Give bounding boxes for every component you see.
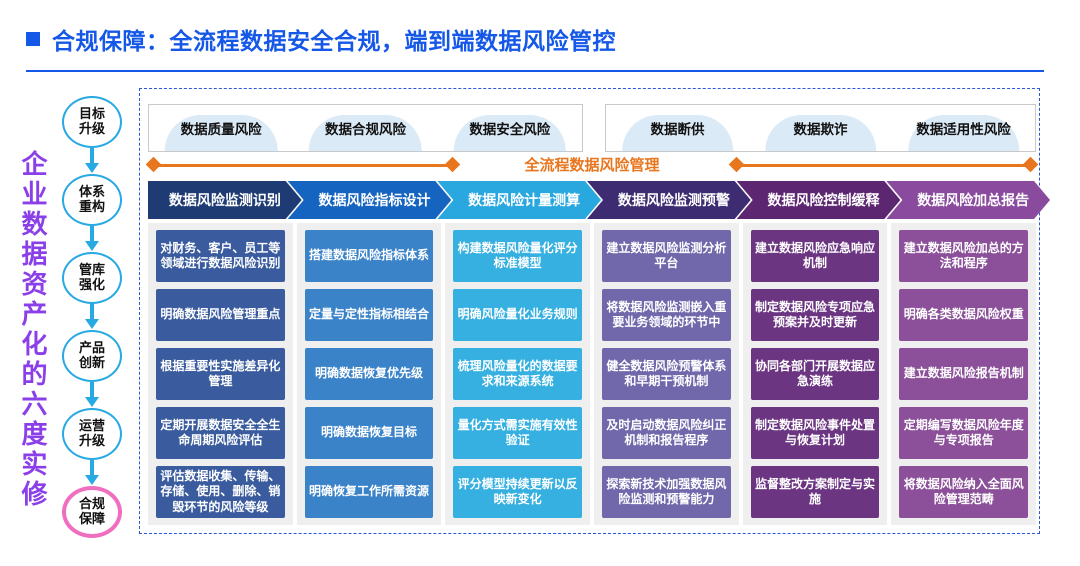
sidebar-step-3[interactable]: 管库强化 (62, 252, 122, 304)
stage-cell[interactable]: 制定数据风险专项应急预案并及时更新 (750, 289, 880, 341)
stage-cell[interactable]: 监督整改方案制定与实施 (750, 466, 880, 518)
stage-cell[interactable]: 构建数据风险量化评分标准模型 (453, 230, 583, 282)
square-bullet-icon (26, 32, 40, 46)
sidebar-step-2[interactable]: 体系重构 (62, 174, 122, 226)
stage-cell[interactable]: 协同各部门开展数据应急演练 (750, 348, 880, 400)
risk-category-item[interactable]: 数据断供 (606, 105, 749, 151)
stage-chevron-3[interactable]: 数据风险计量测算 (437, 181, 601, 219)
page-title-text: 合规保障：全流程数据安全合规，端到端数据风险管控 (52, 28, 616, 54)
step-label-line1: 体系 (78, 184, 105, 200)
stage-cell[interactable]: 定期开展数据安全全生命周期风险评估 (156, 407, 285, 459)
process-flow-band: 全流程数据风险管理 (145, 155, 1039, 175)
step-connector-arrow-icon (85, 382, 99, 407)
step-connector-arrow-icon (85, 304, 99, 329)
stage-cell[interactable]: 将数据风险监测嵌入重要业务领域的环节中 (602, 289, 731, 341)
risk-category-group-2: 数据断供 数据欺诈 数据适用性风险 (605, 104, 1036, 152)
stage-cell[interactable]: 评估数据收集、传输、存储、使用、删除、销毁环节的风险等级 (156, 466, 285, 518)
step-label-line1: 产品 (78, 340, 105, 356)
stage-chevron-6[interactable]: 数据风险加总报告 (886, 181, 1050, 219)
dome-shape (453, 115, 567, 151)
risk-category-item[interactable]: 数据质量风险 (149, 105, 293, 151)
page-title: 合规保障：全流程数据安全合规，端到端数据风险管控 (26, 22, 616, 56)
stage-cell[interactable]: 及时启动数据风险纠正机制和报告程序 (602, 407, 731, 459)
stage-cell[interactable]: 定期编写数据风险年度与专项报告 (899, 407, 1029, 459)
stage-detail-columns: 对财务、客户、员工等领域进行数据风险识别明确数据风险管理重点根据重要性实施差异化… (148, 223, 1037, 525)
stage-cell[interactable]: 探索新技术加强数据风险监测和预警能力 (602, 466, 731, 518)
flow-line-left (152, 164, 452, 167)
sidebar-step-4[interactable]: 产品创新 (62, 330, 122, 382)
stage-cell[interactable]: 建立数据风险监测分析平台 (602, 230, 731, 282)
risk-category-item[interactable]: 数据适用性风险 (892, 105, 1035, 151)
step-label-line1: 目标 (78, 106, 105, 122)
stage-cell[interactable]: 明确数据恢复优先级 (304, 348, 434, 400)
stage-cell[interactable]: 建立数据风险报告机制 (899, 348, 1029, 400)
stage-cell[interactable]: 建立数据风险应急响应机制 (750, 230, 880, 282)
risk-category-label: 数据欺诈 (793, 122, 848, 137)
stage-cell[interactable]: 明确各类数据风险权重 (899, 289, 1029, 341)
step-label-line2: 重构 (78, 199, 105, 214)
stage-cell[interactable]: 梳理风险量化的数据要求和来源系统 (453, 348, 583, 400)
stage-cell[interactable]: 明确风险量化业务规则 (453, 289, 583, 341)
step-label-line1: 合规 (78, 496, 105, 512)
stage-cell[interactable]: 搭建数据风险指标体系 (304, 230, 434, 282)
dome-shape (309, 115, 422, 151)
risk-category-groups: 数据质量风险 数据合规风险 数据安全风险 数据断供 数据欺诈 数据适用性风险 (148, 104, 1036, 152)
step-circle-column: 目标升级体系重构管库强化产品创新运营升级合规保障 (62, 96, 134, 538)
sidebar-vertical-label: 企业数据资产化的六度实修 (18, 150, 48, 510)
stage-chevron-4[interactable]: 数据风险监测预警 (587, 181, 751, 219)
risk-category-item[interactable]: 数据合规风险 (293, 105, 437, 151)
step-label-line1: 运营 (78, 418, 105, 434)
stage-cell[interactable]: 量化方式需实施有效性验证 (453, 407, 583, 459)
stage-cell[interactable]: 健全数据风险预警体系和早期干预机制 (602, 348, 731, 400)
flow-line-right (736, 164, 1032, 167)
risk-category-label: 数据断供 (650, 122, 705, 137)
main-panel-border (139, 88, 1040, 534)
stage-cell[interactable]: 明确数据恢复目标 (304, 407, 434, 459)
stage-column-4: 建立数据风险监测分析平台将数据风险监测嵌入重要业务领域的环节中健全数据风险预警体… (594, 223, 739, 525)
stage-column-1: 对财务、客户、员工等领域进行数据风险识别明确数据风险管理重点根据重要性实施差异化… (148, 223, 293, 525)
stage-cell[interactable]: 将数据风险纳入全面风险管理范畴 (899, 466, 1029, 518)
risk-category-label: 数据安全风险 (469, 122, 551, 137)
dome-shape (621, 115, 734, 151)
sidebar-step-1[interactable]: 目标升级 (62, 96, 122, 148)
stage-cell[interactable]: 明确恢复工作所需资源 (304, 466, 434, 518)
stage-cell[interactable]: 明确数据风险管理重点 (156, 289, 285, 341)
stage-cell[interactable]: 定量与定性指标相结合 (304, 289, 434, 341)
stage-cell[interactable]: 评分模型持续更新以反映新变化 (453, 466, 583, 518)
risk-category-label: 数据合规风险 (324, 122, 406, 137)
dome-shape (907, 115, 1020, 151)
risk-category-label: 数据质量风险 (180, 122, 262, 137)
step-label-line2: 强化 (78, 277, 105, 292)
stage-cell[interactable]: 根据重要性实施差异化管理 (156, 348, 285, 400)
step-label-line1: 管库 (78, 262, 105, 278)
risk-category-item[interactable]: 数据欺诈 (749, 105, 892, 151)
step-label-line2: 升级 (78, 121, 105, 136)
title-divider (26, 70, 1044, 72)
step-connector-arrow-icon (85, 148, 99, 173)
stage-cell[interactable]: 建立数据风险加总的方法和程序 (899, 230, 1029, 282)
stage-column-5: 建立数据风险应急响应机制制定数据风险专项应急预案并及时更新协同各部门开展数据应急… (742, 223, 888, 525)
stage-chevron-5[interactable]: 数据风险控制缓释 (737, 181, 901, 219)
stage-cell[interactable]: 对财务、客户、员工等领域进行数据风险识别 (156, 230, 285, 282)
stage-chevron-1[interactable]: 数据风险监测识别 (148, 181, 302, 219)
sidebar-step-5[interactable]: 运营升级 (62, 408, 122, 460)
flow-band-label: 全流程数据风险管理 (524, 157, 660, 174)
risk-category-item[interactable]: 数据安全风险 (438, 105, 582, 151)
stage-column-2: 搭建数据风险指标体系定量与定性指标相结合明确数据恢复优先级明确数据恢复目标明确恢… (296, 223, 442, 525)
stage-column-3: 构建数据风险量化评分标准模型明确风险量化业务规则梳理风险量化的数据要求和来源系统… (445, 223, 591, 525)
step-connector-arrow-icon (85, 226, 99, 251)
stage-column-6: 建立数据风险加总的方法和程序明确各类数据风险权重建立数据风险报告机制定期编写数据… (891, 223, 1037, 525)
risk-category-group-1: 数据质量风险 数据合规风险 数据安全风险 (148, 104, 583, 152)
stage-cell[interactable]: 制定数据风险事件处置与恢复计划 (750, 407, 880, 459)
step-label-line2: 保障 (78, 511, 105, 526)
dome-shape (764, 115, 877, 151)
step-connector-arrow-icon (85, 460, 99, 485)
stage-chevron-2[interactable]: 数据风险指标设计 (288, 181, 452, 219)
sidebar-step-6[interactable]: 合规保障 (62, 486, 122, 538)
step-label-line2: 创新 (78, 355, 105, 370)
step-label-line2: 升级 (78, 433, 105, 448)
risk-category-label: 数据适用性风险 (916, 122, 1011, 137)
stage-chevron-row: 数据风险监测识别数据风险指标设计数据风险计量测算数据风险监测预警数据风险控制缓释… (148, 181, 1036, 219)
dome-shape (164, 115, 278, 151)
